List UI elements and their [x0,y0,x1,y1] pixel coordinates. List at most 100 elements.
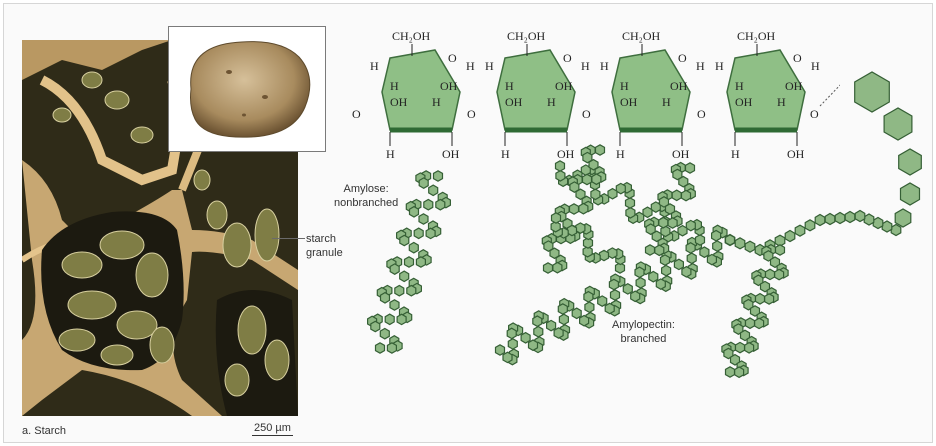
glucose-bead [815,215,825,226]
glucose-bead [547,320,556,330]
glucose-bead [533,316,542,326]
glucose-bead [424,200,433,210]
glucose-bead [429,185,438,195]
glucose-bead [735,367,744,377]
glucose-bead [556,161,565,171]
glucose-bead [805,220,815,231]
glucose-bead [795,225,805,236]
glucose-bead [643,207,652,217]
glucose-bead [552,213,561,223]
glucose-bead [534,327,543,337]
glucose-bead [686,163,695,173]
glucose-bead [556,171,565,181]
glucose-bead [416,257,425,267]
glucose-bead [568,225,577,235]
glucose-bead [776,245,785,255]
glucose-bead [745,343,754,353]
glucose-bead [726,235,735,245]
glucose-bead [668,218,677,228]
glucose-bead [891,225,901,236]
glucose-bead [558,304,567,314]
glucose-bead [608,248,617,258]
glucose-bead [580,316,589,326]
glucose-bead [674,259,683,269]
glucose-bead [410,207,419,217]
glucose-bead [598,296,607,306]
glucose-bead [623,284,632,294]
glucose-bead [400,271,409,281]
amylose-label: Amylose: nonbranched [334,182,398,210]
glucose-bead [436,200,445,210]
glucose-hex-bead [884,108,912,140]
glucose-bead [713,241,722,251]
glucose-bead [682,267,691,277]
glucose-bead [755,318,764,328]
glucose-bead [572,308,581,318]
glucose-bead [626,208,635,218]
glucose-bead [591,189,600,199]
glucose-bead [596,145,605,155]
glucose-hex-bead [855,72,890,112]
amylopectin-label: Amylopectin: branched [612,318,675,346]
glucose-bead [646,245,655,255]
glucose-bead [686,220,695,230]
glucose-bead [409,243,418,253]
glucose-bead [678,226,687,236]
glucose-bead [682,190,691,200]
glucose-bead [570,204,579,214]
glucose-bead [687,253,696,263]
glucose-bead [583,174,592,184]
glucose-bead [503,352,512,362]
glucose-bead [405,257,414,267]
glucose-bead [756,294,765,304]
glucose-bead [864,214,874,225]
glucose-hex-bead [901,183,920,205]
glucose-bead [775,269,784,279]
glucose-bead [696,235,705,245]
glucose-bead [616,183,625,193]
glucose-bead [766,269,775,279]
glucose-bead [626,198,635,208]
glucose-bead [726,367,735,377]
glucose-bead [426,228,435,238]
glucose-bead [765,294,774,304]
glucose-bead [390,300,399,310]
glucose-bead [882,221,892,232]
amylose-label-line1: Amylose: [334,182,398,196]
glucose-bead [579,204,588,214]
glucose-bead [745,241,755,252]
glucose-bead [419,214,428,224]
glucose-bead [387,343,396,353]
glucose-bead [735,238,745,249]
glucose-bead [381,293,390,303]
glucose-bead [635,267,644,277]
glucose-bead [434,171,443,181]
glucose-bead [672,190,681,200]
glucose-hex-bead [899,149,922,175]
glucose-bead [662,265,671,275]
glucose-bead [576,223,585,233]
glucose-bead [661,255,670,265]
glucose-bead [544,263,553,273]
glucose-bead [371,321,380,331]
glucose-bead [712,231,721,241]
glucose-bead [496,345,505,355]
amylose-label-line2: nonbranched [334,196,398,210]
glucose-bead [507,328,516,338]
glucose-bead [380,329,389,339]
glucose-bead [855,211,865,222]
glucose-bead [835,213,845,224]
glucose-bead [553,263,562,273]
glucose-bead [656,279,665,289]
glucose-bead [631,291,640,301]
glucose-bead [592,174,601,184]
glucose-bead [521,333,530,343]
glucose-bead [746,318,755,328]
glucose-bead [636,278,645,288]
glucose-bead [414,228,423,238]
glucose-bead [400,235,409,245]
amylopectin-label-line2: branched [612,332,675,346]
glucose-bead [529,340,538,350]
glucose-bead [376,343,385,353]
